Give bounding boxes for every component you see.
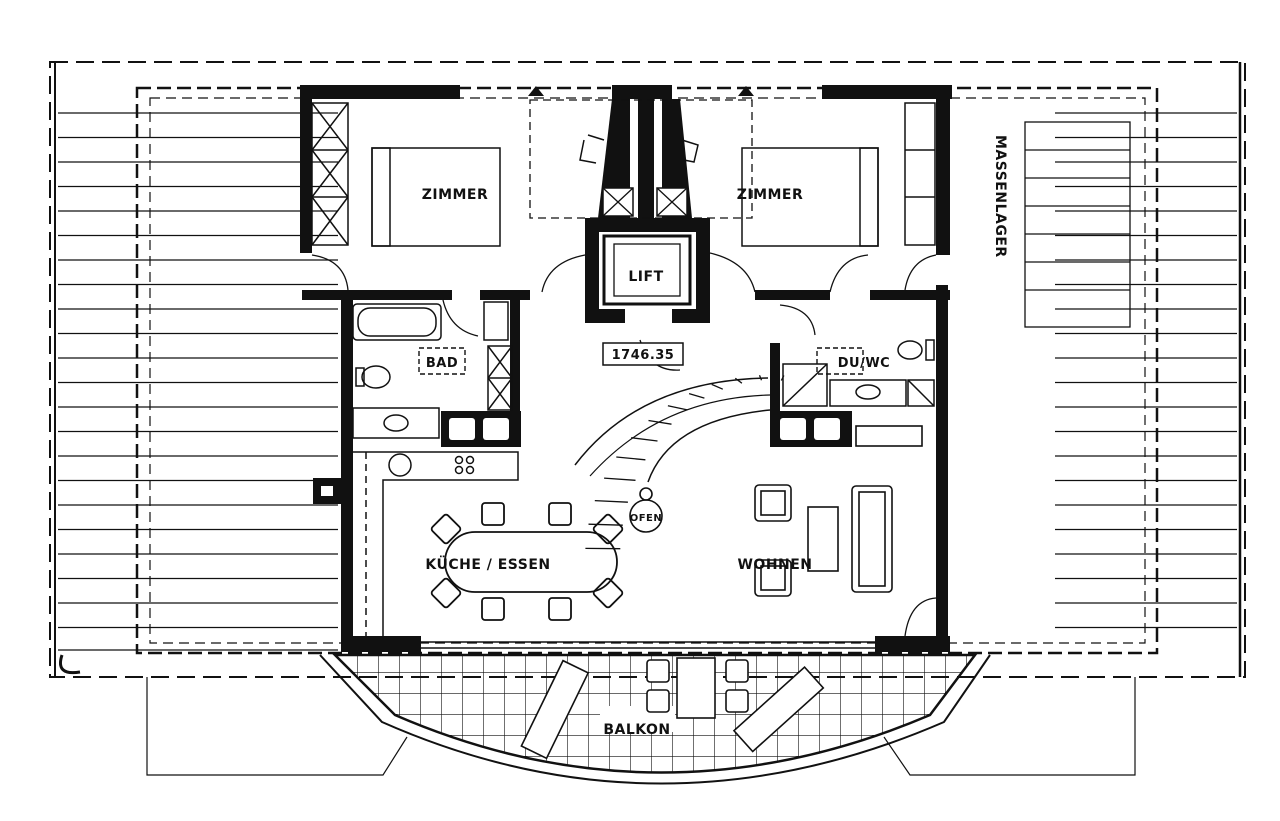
wardrobe-left bbox=[311, 102, 349, 246]
corner-mark bbox=[59, 654, 81, 675]
doors bbox=[311, 252, 937, 637]
stair-tread bbox=[616, 456, 646, 461]
label-zimmer-right: ZIMMER bbox=[737, 187, 804, 203]
label-du-wc: DU/WC bbox=[838, 356, 890, 371]
stair-tread bbox=[648, 419, 672, 425]
flue-x bbox=[602, 187, 688, 217]
stair-tread bbox=[758, 375, 763, 381]
dining-table bbox=[444, 531, 618, 593]
stair-tread bbox=[667, 405, 688, 411]
label-ofen: OFEN bbox=[630, 513, 663, 524]
roof-hatches bbox=[579, 134, 699, 164]
roof-slope-left bbox=[58, 112, 338, 651]
shaft-blocks bbox=[441, 411, 852, 447]
label-balkon: BALKON bbox=[603, 722, 670, 738]
wardrobe-right bbox=[904, 102, 936, 246]
wardrobe-bath bbox=[487, 345, 513, 411]
label-wohnen: WOHNEN bbox=[737, 557, 812, 573]
label-massenlager: MASSENLAGER bbox=[992, 135, 1008, 258]
roof-slope-right bbox=[1055, 112, 1237, 629]
stair-tread bbox=[631, 437, 658, 442]
du-wc-fixtures bbox=[782, 339, 935, 407]
ofen-stove bbox=[629, 487, 663, 533]
bad-label-box bbox=[418, 347, 466, 375]
dining-chairs bbox=[430, 502, 624, 621]
kitchen-counter bbox=[353, 451, 519, 636]
elevation-box bbox=[602, 342, 684, 366]
stair-tread bbox=[711, 383, 724, 390]
lift-shaft bbox=[602, 234, 692, 306]
stair-tread bbox=[780, 375, 785, 381]
label-bad: BAD bbox=[426, 356, 458, 371]
bunk-beds bbox=[1024, 121, 1131, 328]
stair-tread bbox=[734, 377, 743, 384]
bed-left bbox=[371, 147, 501, 247]
label-lift: LIFT bbox=[628, 269, 663, 285]
living-furniture bbox=[754, 425, 923, 597]
bad-fixtures bbox=[352, 301, 509, 439]
lower-annex bbox=[146, 677, 1136, 776]
label-kueche-essen: KÜCHE / ESSEN bbox=[425, 555, 550, 573]
stair-tread bbox=[588, 523, 623, 526]
stair-tread bbox=[594, 499, 628, 503]
balkon-furniture bbox=[520, 657, 825, 760]
du-wc-label-box bbox=[816, 347, 864, 375]
spiral-staircase bbox=[574, 339, 785, 550]
elevation-mark: 1746.35 bbox=[612, 348, 675, 363]
skylight-outline bbox=[529, 99, 753, 219]
chimney-flue bbox=[321, 486, 333, 496]
bed-right bbox=[741, 147, 879, 247]
eave-marks bbox=[528, 86, 754, 96]
stair-tread bbox=[604, 477, 636, 481]
stair-tread bbox=[688, 392, 705, 399]
label-zimmer-left: ZIMMER bbox=[422, 187, 489, 203]
